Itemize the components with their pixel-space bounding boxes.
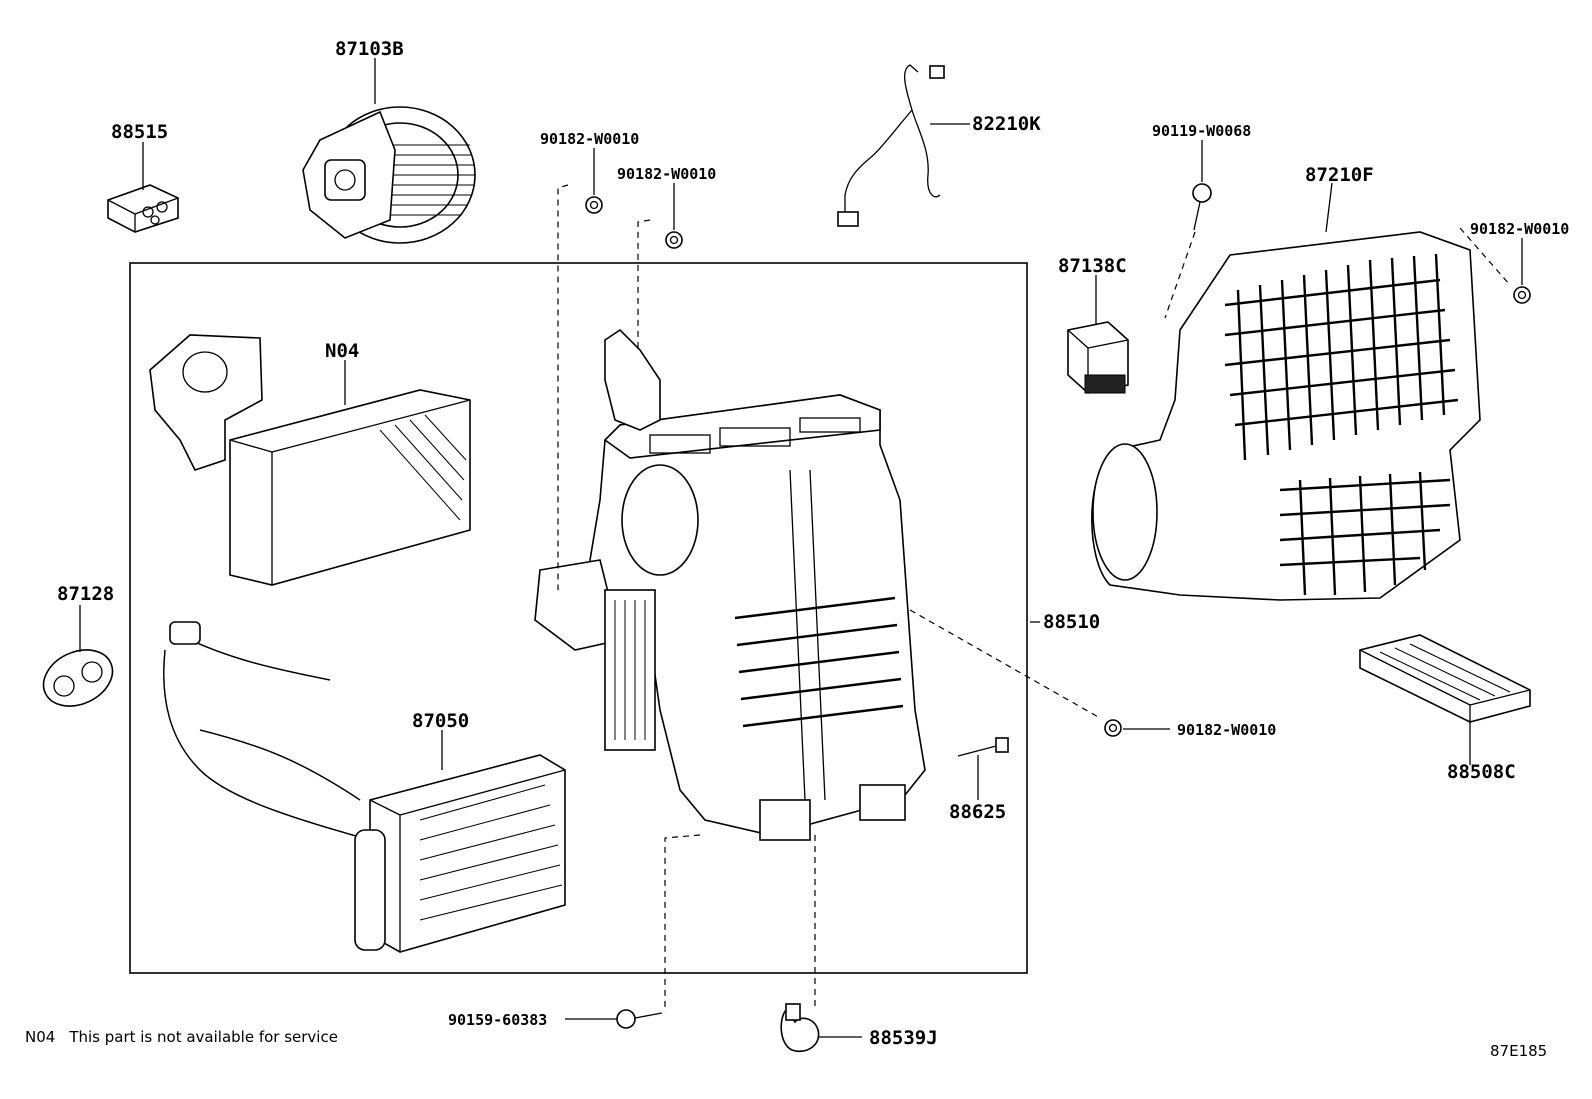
footnote-text: This part is not available for service [69, 1028, 338, 1046]
part-label-88515[interactable]: 88515 [111, 121, 168, 143]
blower-resistor-part[interactable] [1067, 321, 1129, 394]
evaporator-part[interactable] [149, 334, 471, 586]
footnote: N04 This part is not available for servic… [25, 1028, 338, 1046]
part-label-87128[interactable]: 87128 [57, 583, 114, 605]
bolt-part-bottom[interactable] [616, 1009, 663, 1029]
nut-part-b[interactable] [665, 231, 683, 249]
part-label-88508C[interactable]: 88508C [1447, 761, 1516, 783]
air-filter-part[interactable] [1359, 634, 1531, 723]
part-label-90182-w0010-b[interactable]: 90182-W0010 [617, 165, 716, 183]
hose-clamp-part[interactable] [780, 1003, 820, 1052]
part-label-88625[interactable]: 88625 [949, 801, 1006, 823]
grommet-part[interactable] [34, 639, 121, 717]
figure-code: 87E185 [1490, 1042, 1548, 1060]
retaining-pin-part[interactable] [957, 737, 1009, 757]
part-label-90182-w0010-a[interactable]: 90182-W0010 [540, 130, 639, 148]
part-label-87050[interactable]: 87050 [412, 710, 469, 732]
part-label-90182-w0010-c[interactable]: 90182-W0010 [1470, 220, 1569, 238]
part-label-90182-w0010-d[interactable]: 90182-W0010 [1177, 721, 1276, 739]
part-label-88510[interactable]: 88510 [1043, 611, 1100, 633]
screw-part-top[interactable] [1192, 183, 1212, 231]
part-label-88539J[interactable]: 88539J [869, 1027, 938, 1049]
expansion-valve-part[interactable] [107, 184, 179, 233]
part-label-90159-60383[interactable]: 90159-60383 [448, 1011, 547, 1029]
wire-harness-part[interactable] [837, 64, 945, 227]
part-label-87210F[interactable]: 87210F [1305, 164, 1374, 186]
reference-leader-lines [557, 184, 1511, 1012]
heater-core-part[interactable] [163, 621, 566, 953]
footnote-code: N04 [25, 1028, 56, 1046]
assembly-frame [129, 262, 1028, 974]
part-label-90119-w0068[interactable]: 90119-W0068 [1152, 122, 1251, 140]
nut-part-c[interactable] [1513, 286, 1531, 304]
blower-housing-part[interactable] [1091, 231, 1481, 601]
hvac-unit-part[interactable] [534, 328, 926, 841]
nut-part-d[interactable] [1104, 719, 1122, 737]
part-label-87103B[interactable]: 87103B [335, 38, 404, 60]
blower-motor-part[interactable] [302, 106, 476, 244]
part-label-82210K[interactable]: 82210K [972, 113, 1041, 135]
part-label-87138C[interactable]: 87138C [1058, 255, 1127, 277]
nut-part-a[interactable] [585, 196, 603, 214]
part-label-N04[interactable]: N04 [325, 340, 359, 362]
